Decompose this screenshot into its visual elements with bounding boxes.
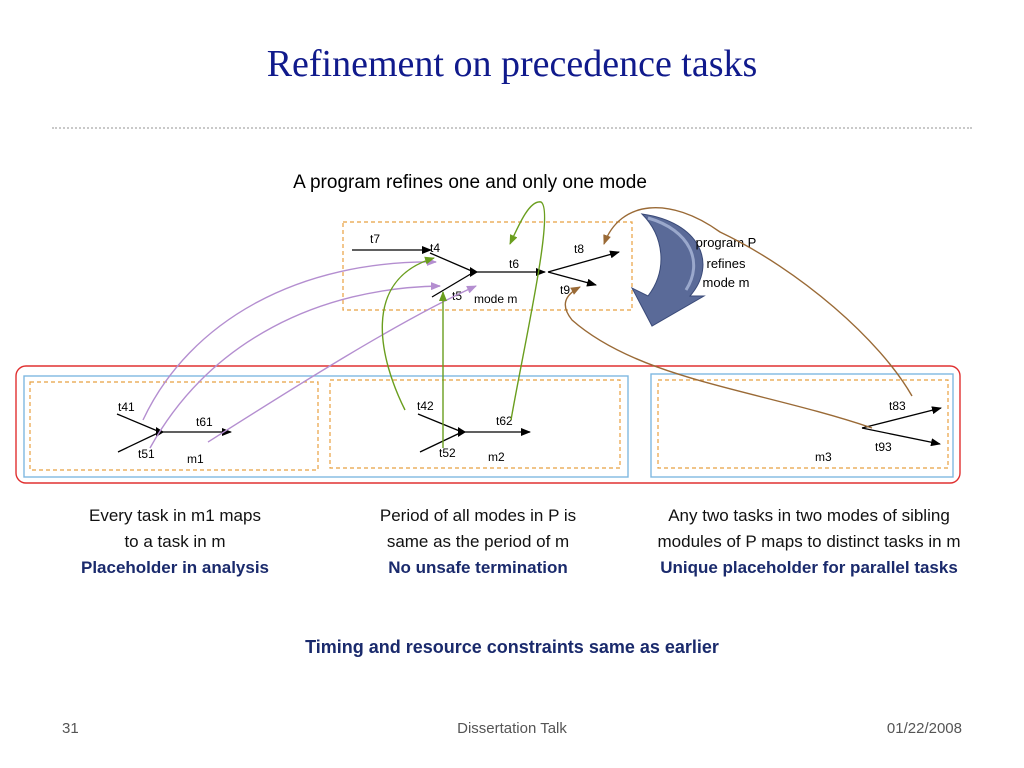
- task-label-t4: t4: [430, 241, 440, 255]
- m2-mapping-arrows: [381, 201, 546, 448]
- task-label-t52: t52: [439, 446, 456, 460]
- task-label-t5: t5: [452, 289, 462, 303]
- mode-m1-label: m1: [187, 452, 204, 466]
- task-label-t6: t6: [509, 257, 519, 271]
- caption-m1-line1: Every task in m1 maps: [89, 506, 261, 525]
- task-label-t9: t9: [560, 283, 570, 297]
- mode-m2-box: [329, 379, 621, 469]
- footer-title: Dissertation Talk: [457, 720, 567, 737]
- module-m3-outer-box: [650, 373, 954, 478]
- task-label-t93: t93: [875, 440, 892, 454]
- mode-m2-edges: [417, 413, 531, 453]
- footer-page-number: 31: [62, 720, 79, 737]
- join-node: [470, 267, 478, 277]
- task-label-t42: t42: [417, 399, 434, 413]
- title-divider: [52, 127, 972, 129]
- task-label-t41: t41: [118, 400, 135, 414]
- caption-m2-line2: same as the period of m: [386, 532, 570, 551]
- refinement-note: program P refines mode m: [696, 235, 757, 290]
- task-label-t8: t8: [574, 242, 584, 256]
- caption-m1-emphasis: Placeholder in analysis: [80, 558, 270, 577]
- m2-join-node: [458, 427, 466, 437]
- caption-m2-line1: Period of all modes in P is: [379, 506, 577, 525]
- task-label-t61: t61: [196, 415, 213, 429]
- caption-m2-emphasis: No unsafe termination: [388, 558, 568, 577]
- mode-m2-label: m2: [488, 450, 505, 464]
- summary-text: Timing and resource constraints same as …: [305, 637, 719, 657]
- footer-date: 01/22/2008: [886, 720, 962, 737]
- caption-m3-line2: modules of P maps to distinct tasks in m: [657, 532, 961, 551]
- slide-title: Refinement on precedence tasks: [266, 43, 758, 85]
- caption-m2: Period of all modes in P is same as the …: [338, 503, 618, 581]
- caption-m3: Any two tasks in two modes of sibling mo…: [608, 503, 1010, 581]
- mode-m-box: [342, 221, 633, 311]
- mode-m1-box: [29, 381, 319, 471]
- task-label-t7: t7: [370, 232, 380, 246]
- refinement-diagram: A program refines one and only one mode …: [15, 172, 961, 484]
- module-group-box: [23, 375, 629, 478]
- mode-m3-box: [657, 379, 949, 469]
- caption-m3-line1: Any two tasks in two modes of sibling: [668, 506, 950, 525]
- m3-mapping-arrows: [564, 207, 913, 429]
- task-label-t62: t62: [496, 414, 513, 428]
- program-p-box: [15, 365, 961, 484]
- mode-m3-edges: [861, 406, 942, 447]
- svg-text:program P: program P: [696, 235, 757, 250]
- caption-m1: Every task in m1 maps to a task in m Pla…: [40, 503, 310, 581]
- mode-m-label: mode m: [474, 292, 517, 306]
- svg-text:refines: refines: [706, 256, 746, 271]
- refinement-arrow-highlight: [647, 216, 696, 291]
- caption-m1-line2: to a task in m: [124, 532, 226, 551]
- caption-m3-emphasis: Unique placeholder for parallel tasks: [660, 558, 958, 577]
- mode-m1-edges: [116, 413, 232, 453]
- m1-mapping-arrows: [142, 257, 477, 449]
- diagram-subtitle: A program refines one and only one mode: [293, 172, 647, 193]
- task-label-t83: t83: [889, 399, 906, 413]
- task-label-t51: t51: [138, 447, 155, 461]
- svg-text:mode m: mode m: [703, 275, 750, 290]
- mode-m3-label: m3: [815, 450, 832, 464]
